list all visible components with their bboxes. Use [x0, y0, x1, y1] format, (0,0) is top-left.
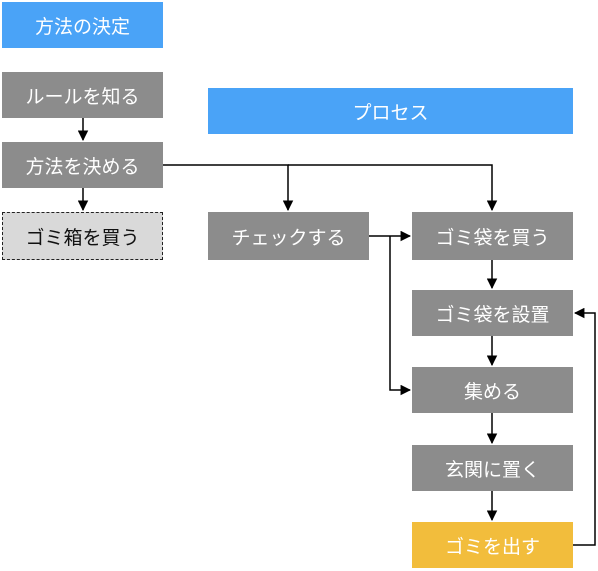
node-buy-trash-box-label: ゴミ箱を買う: [25, 226, 140, 249]
method-decision-header: 方法の決定: [2, 2, 163, 48]
node-learn-rules[interactable]: ルールを知る: [2, 72, 163, 118]
node-buy-trash-box[interactable]: ゴミ箱を買う: [2, 212, 163, 260]
node-buy-bag[interactable]: ゴミ袋を買う: [412, 212, 573, 260]
node-buy-bag-label: ゴミ袋を買う: [435, 226, 550, 249]
edge-decide-to-check: [163, 164, 294, 212]
node-learn-rules-label: ルールを知る: [25, 85, 140, 108]
edge-decide-to-buy-bag: [288, 164, 498, 212]
node-decide-method[interactable]: 方法を決める: [2, 142, 163, 188]
node-place-entrance-label: 玄関に置く: [444, 458, 540, 481]
node-check-label: チェックする: [231, 226, 346, 249]
method-decision-header-label: 方法の決定: [34, 15, 130, 38]
edge-take-out-to-set-bag: [573, 307, 596, 546]
node-take-out[interactable]: ゴミを出す: [412, 522, 573, 568]
edge-check-to-collect: [389, 236, 412, 396]
node-place-entrance[interactable]: 玄関に置く: [412, 445, 573, 491]
node-check[interactable]: チェックする: [208, 212, 369, 260]
process-header-label: プロセス: [352, 101, 429, 124]
node-set-bag-label: ゴミ袋を設置: [435, 303, 550, 326]
node-set-bag[interactable]: ゴミ袋を設置: [412, 290, 573, 336]
node-collect[interactable]: 集める: [412, 367, 573, 413]
node-decide-method-label: 方法を決める: [25, 155, 140, 178]
node-take-out-label: ゴミを出す: [444, 535, 540, 558]
node-collect-label: 集める: [463, 380, 521, 403]
process-header: プロセス: [208, 88, 573, 134]
